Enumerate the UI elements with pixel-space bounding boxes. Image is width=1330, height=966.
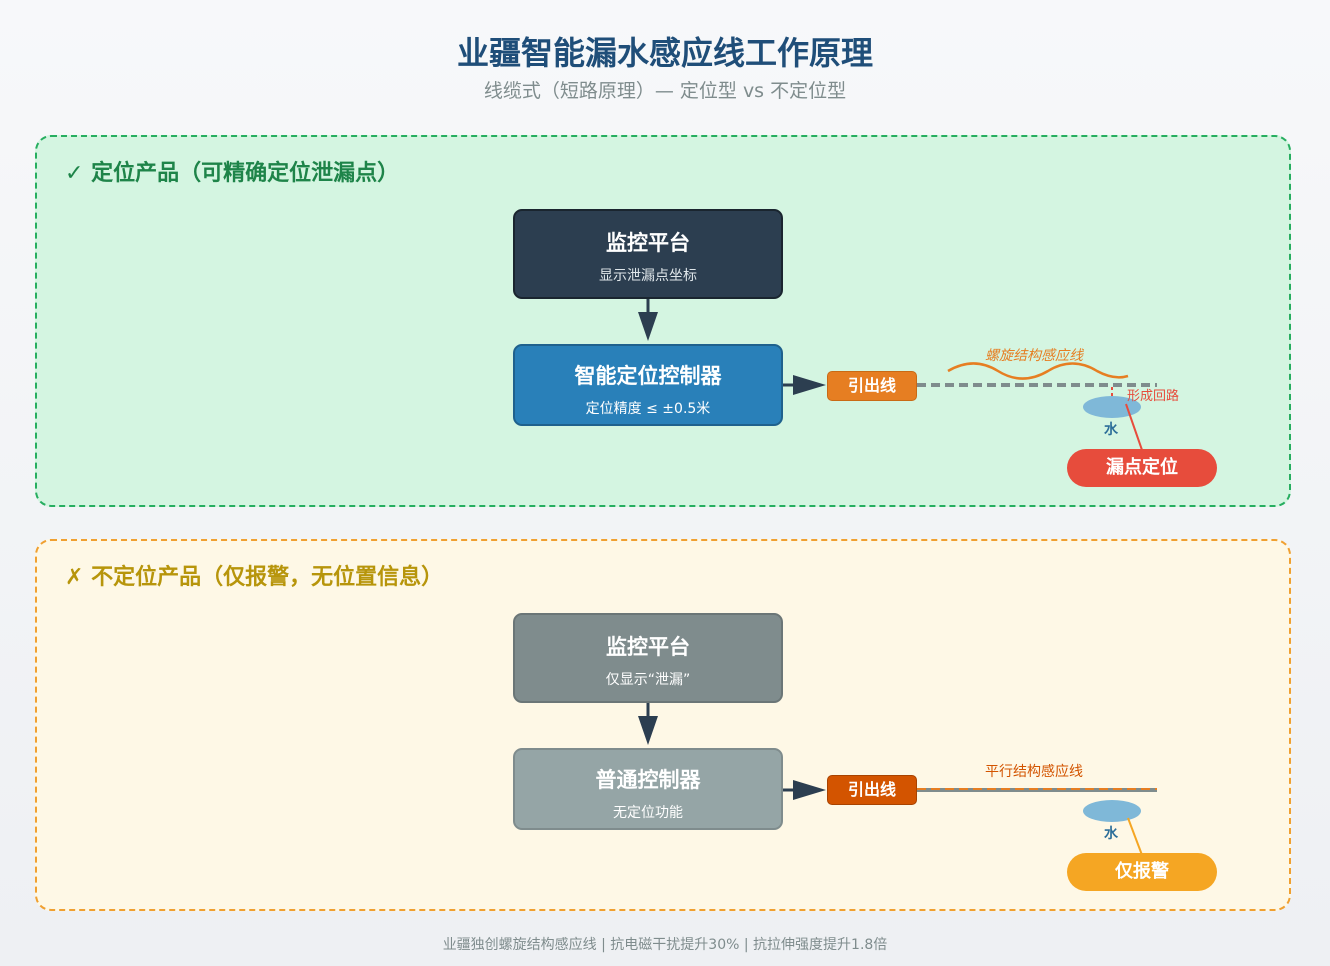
monitoring-platform-title: 监控平台 [606, 635, 690, 659]
parallel-cable-label: 平行结构感应线 [985, 764, 1083, 780]
water-label: 水 [1104, 422, 1118, 438]
lead-wire-box: 引出线 [827, 371, 917, 401]
monitoring-platform-title: 监控平台 [606, 231, 690, 255]
spiral-wave [947, 362, 1129, 380]
basic-controller-box: 普通控制器 无定位功能 [513, 748, 783, 830]
monitoring-platform-box: 监控平台 显示泄漏点坐标 [513, 209, 783, 299]
monitoring-platform-desc: 仅显示“泄漏” [605, 672, 691, 688]
monitoring-platform-box: 监控平台 仅显示“泄漏” [513, 613, 783, 703]
page-subtitle: 线缆式（短路原理）— 定位型 vs 不定位型 [483, 80, 847, 102]
water-label: 水 [1104, 826, 1118, 842]
alarm-only-badge: 仅报警 [1067, 853, 1217, 891]
spiral-cable-label: 螺旋结构感应线 [985, 348, 1083, 364]
lead-wire-box: 引出线 [827, 775, 917, 805]
basic-controller-desc: 无定位功能 [613, 805, 683, 821]
water-to-result-line [1125, 403, 1143, 451]
nonlocating-panel-title: ✗ 不定位产品（仅报警，无位置信息） [65, 565, 444, 590]
water-to-result-line [1127, 817, 1143, 856]
monitoring-platform-desc: 显示泄漏点坐标 [599, 268, 697, 284]
water-drop [1083, 800, 1141, 822]
controller-to-lead-arrowhead [793, 780, 826, 800]
platform-to-controller-arrowhead [638, 716, 658, 745]
platform-to-controller-arrowhead [638, 312, 658, 341]
basic-controller-title: 普通控制器 [595, 768, 701, 792]
controller-to-lead-arrowhead [793, 375, 826, 395]
nonlocating-panel: ✗ 不定位产品（仅报警，无位置信息） [35, 539, 1291, 911]
smart-controller-desc: 定位精度 ≤ ±0.5米 [585, 401, 711, 417]
smart-controller-title: 智能定位控制器 [574, 364, 722, 388]
water-drop [1083, 396, 1141, 418]
leak-location-badge: 漏点定位 [1067, 449, 1217, 487]
locating-panel-title: ✓ 定位产品（可精确定位泄漏点） [65, 161, 400, 186]
locating-panel: ✓ 定位产品（可精确定位泄漏点） [35, 135, 1291, 507]
circuit-label: 形成回路 [1127, 389, 1180, 404]
page-title: 业疆智能漏水感应线工作原理 [456, 34, 873, 72]
footer-note: 业疆独创螺旋结构感应线 | 抗电磁干扰提升30% | 抗拉伸强度提升1.8倍 [442, 937, 888, 953]
smart-controller-box: 智能定位控制器 定位精度 ≤ ±0.5米 [513, 344, 783, 426]
